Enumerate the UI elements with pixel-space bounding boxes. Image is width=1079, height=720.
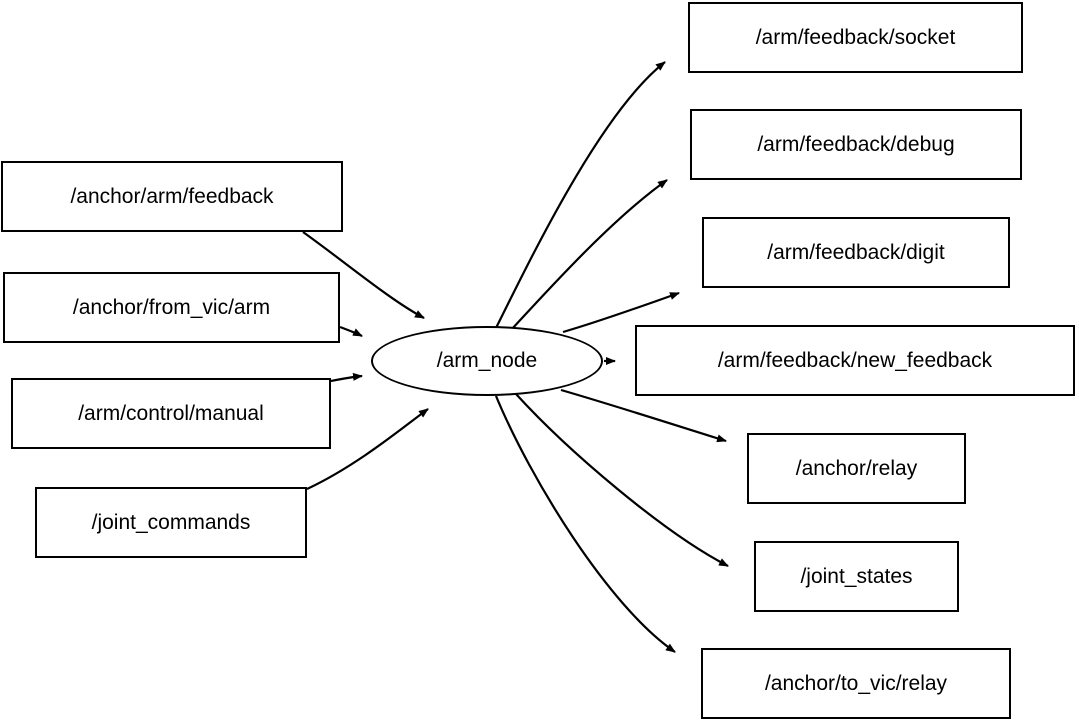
topic-label: /anchor/from_vic/arm <box>72 295 271 319</box>
topic-box-input-1[interactable]: /anchor/from_vic/arm <box>3 272 340 343</box>
topic-label: /joint_commands <box>91 510 251 534</box>
topic-box-output-1[interactable]: /arm/feedback/debug <box>690 109 1022 180</box>
edge-8 <box>560 388 727 443</box>
topic-box-output-3[interactable]: /arm/feedback/new_feedback <box>635 325 1075 396</box>
topic-label: /anchor/to_vic/relay <box>764 671 948 695</box>
edge-3 <box>306 408 429 490</box>
edge-2 <box>330 372 363 383</box>
topic-box-input-2[interactable]: /arm/control/manual <box>11 378 331 449</box>
topic-label: /joint_states <box>800 564 913 588</box>
topic-box-output-0[interactable]: /arm/feedback/socket <box>688 2 1023 73</box>
topic-box-output-4[interactable]: /anchor/relay <box>747 433 966 504</box>
edge-5 <box>511 179 668 330</box>
topic-box-input-0[interactable]: /anchor/arm/feedback <box>1 161 343 232</box>
topic-label: /anchor/arm/feedback <box>70 184 274 208</box>
topic-box-output-2[interactable]: /arm/feedback/digit <box>702 217 1010 288</box>
topic-label: /arm/feedback/socket <box>755 25 956 49</box>
topic-label: /arm/feedback/digit <box>767 240 945 264</box>
topic-box-input-3[interactable]: /joint_commands <box>35 487 307 558</box>
topic-box-output-6[interactable]: /anchor/to_vic/relay <box>701 648 1011 719</box>
edge-0 <box>302 231 425 319</box>
topic-label: /arm/feedback/debug <box>757 132 955 156</box>
edge-9 <box>515 393 729 567</box>
edge-10 <box>494 395 676 653</box>
edge-4 <box>495 61 666 329</box>
topic-label: /arm/control/manual <box>78 401 264 425</box>
node-arm-node[interactable]: /arm_node <box>371 326 603 396</box>
topic-label: /arm/feedback/new_feedback <box>717 348 993 372</box>
topic-label: /anchor/relay <box>795 456 918 480</box>
edge-1 <box>339 325 363 337</box>
node-arm-node-label: /arm_node <box>436 349 538 372</box>
topic-box-output-5[interactable]: /joint_states <box>754 541 959 612</box>
edge-6 <box>562 291 680 334</box>
